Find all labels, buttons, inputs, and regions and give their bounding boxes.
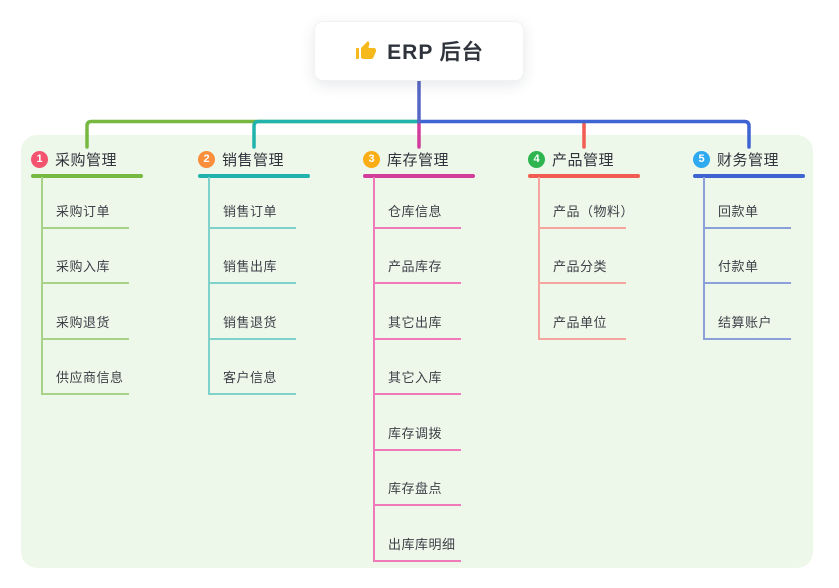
node-label: 其它入库 [388, 370, 443, 385]
branch-product-header[interactable]: 4 产品管理 [528, 146, 662, 172]
node-purchase-order[interactable]: 采购订单 [41, 201, 129, 229]
branch-underline [363, 174, 475, 178]
branch-underline [528, 174, 640, 178]
thumbs-up-icon [356, 41, 377, 59]
node-outbound-detail[interactable]: 出库库明细 [373, 534, 461, 562]
node-stock-transfer[interactable]: 库存调拨 [373, 423, 461, 451]
node-payment-doc[interactable]: 付款单 [703, 256, 791, 284]
child-rail [41, 177, 43, 395]
mindmap-canvas [21, 135, 813, 568]
branch-badge: 2 [198, 150, 215, 168]
branch-sales: 2 销售管理 销售订单 销售出库 销售退货 客户信息 [198, 146, 332, 406]
branch-inventory: 3 库存管理 仓库信息 产品库存 其它出库 其它入库 库存调拨 库存盘点 出库库… [363, 146, 497, 571]
node-sales-order[interactable]: 销售订单 [208, 201, 296, 229]
node-sales-return[interactable]: 销售退货 [208, 312, 296, 340]
branch-sales-header[interactable]: 2 销售管理 [198, 146, 332, 172]
branch-underline [198, 174, 310, 178]
branch-product: 4 产品管理 产品（物料） 产品分类 产品单位 [528, 146, 662, 351]
node-stock-taking[interactable]: 库存盘点 [373, 478, 461, 506]
branch-finance-header[interactable]: 5 财务管理 [693, 146, 827, 172]
node-label: 回款单 [718, 204, 759, 219]
branch-underline [693, 174, 805, 178]
node-label: 仓库信息 [388, 204, 443, 219]
branch-badge: 4 [528, 150, 545, 168]
branch-label: 采购管理 [55, 151, 118, 169]
node-label: 采购退货 [56, 315, 111, 330]
branch-purchase-header[interactable]: 1 采购管理 [31, 146, 165, 172]
node-label: 产品分类 [553, 259, 608, 274]
node-label: 供应商信息 [56, 370, 124, 385]
node-receipt-doc[interactable]: 回款单 [703, 201, 791, 229]
branch-badge: 1 [31, 150, 48, 168]
node-label: 库存调拨 [388, 426, 443, 441]
node-supplier-info[interactable]: 供应商信息 [41, 367, 129, 395]
node-product-material[interactable]: 产品（物料） [538, 201, 634, 229]
node-settlement-account[interactable]: 结算账户 [703, 312, 791, 340]
branch-label: 产品管理 [552, 151, 615, 169]
node-warehouse-info[interactable]: 仓库信息 [373, 201, 461, 229]
branch-underline [31, 174, 143, 178]
node-purchase-inbound[interactable]: 采购入库 [41, 256, 129, 284]
node-label: 客户信息 [223, 370, 278, 385]
node-sales-outbound[interactable]: 销售出库 [208, 256, 296, 284]
node-product-category[interactable]: 产品分类 [538, 256, 626, 284]
branch-label: 库存管理 [387, 151, 450, 169]
branch-badge: 3 [363, 150, 380, 168]
child-rail [538, 177, 540, 340]
node-customer-info[interactable]: 客户信息 [208, 367, 296, 395]
child-rail [373, 177, 375, 562]
branch-purchase: 1 采购管理 采购订单 采购入库 采购退货 供应商信息 [31, 146, 165, 406]
child-rail [703, 177, 705, 340]
node-label: 出库库明细 [388, 537, 456, 552]
branch-inventory-header[interactable]: 3 库存管理 [363, 146, 497, 172]
root-title: ERP 后台 [387, 41, 484, 64]
node-label: 产品（物料） [553, 204, 635, 219]
node-label: 销售出库 [223, 259, 278, 274]
branch-badge: 5 [693, 150, 710, 168]
node-other-inbound[interactable]: 其它入库 [373, 367, 461, 395]
node-label: 其它出库 [388, 315, 443, 330]
node-label: 销售退货 [223, 315, 278, 330]
node-label: 采购入库 [56, 259, 111, 274]
node-label: 库存盘点 [388, 481, 443, 496]
child-rail [208, 177, 210, 395]
node-other-outbound[interactable]: 其它出库 [373, 312, 461, 340]
branch-label: 销售管理 [222, 151, 285, 169]
branch-label: 财务管理 [717, 151, 780, 169]
node-purchase-return[interactable]: 采购退货 [41, 312, 129, 340]
node-label: 产品单位 [553, 315, 608, 330]
node-label: 付款单 [718, 259, 759, 274]
node-product-unit[interactable]: 产品单位 [538, 312, 626, 340]
branch-finance: 5 财务管理 回款单 付款单 结算账户 [693, 146, 827, 351]
node-label: 销售订单 [223, 204, 278, 219]
node-product-stock[interactable]: 产品库存 [373, 256, 461, 284]
node-label: 采购订单 [56, 204, 111, 219]
node-label: 产品库存 [388, 259, 443, 274]
root-node[interactable]: ERP 后台 [314, 21, 524, 81]
node-label: 结算账户 [718, 315, 773, 330]
